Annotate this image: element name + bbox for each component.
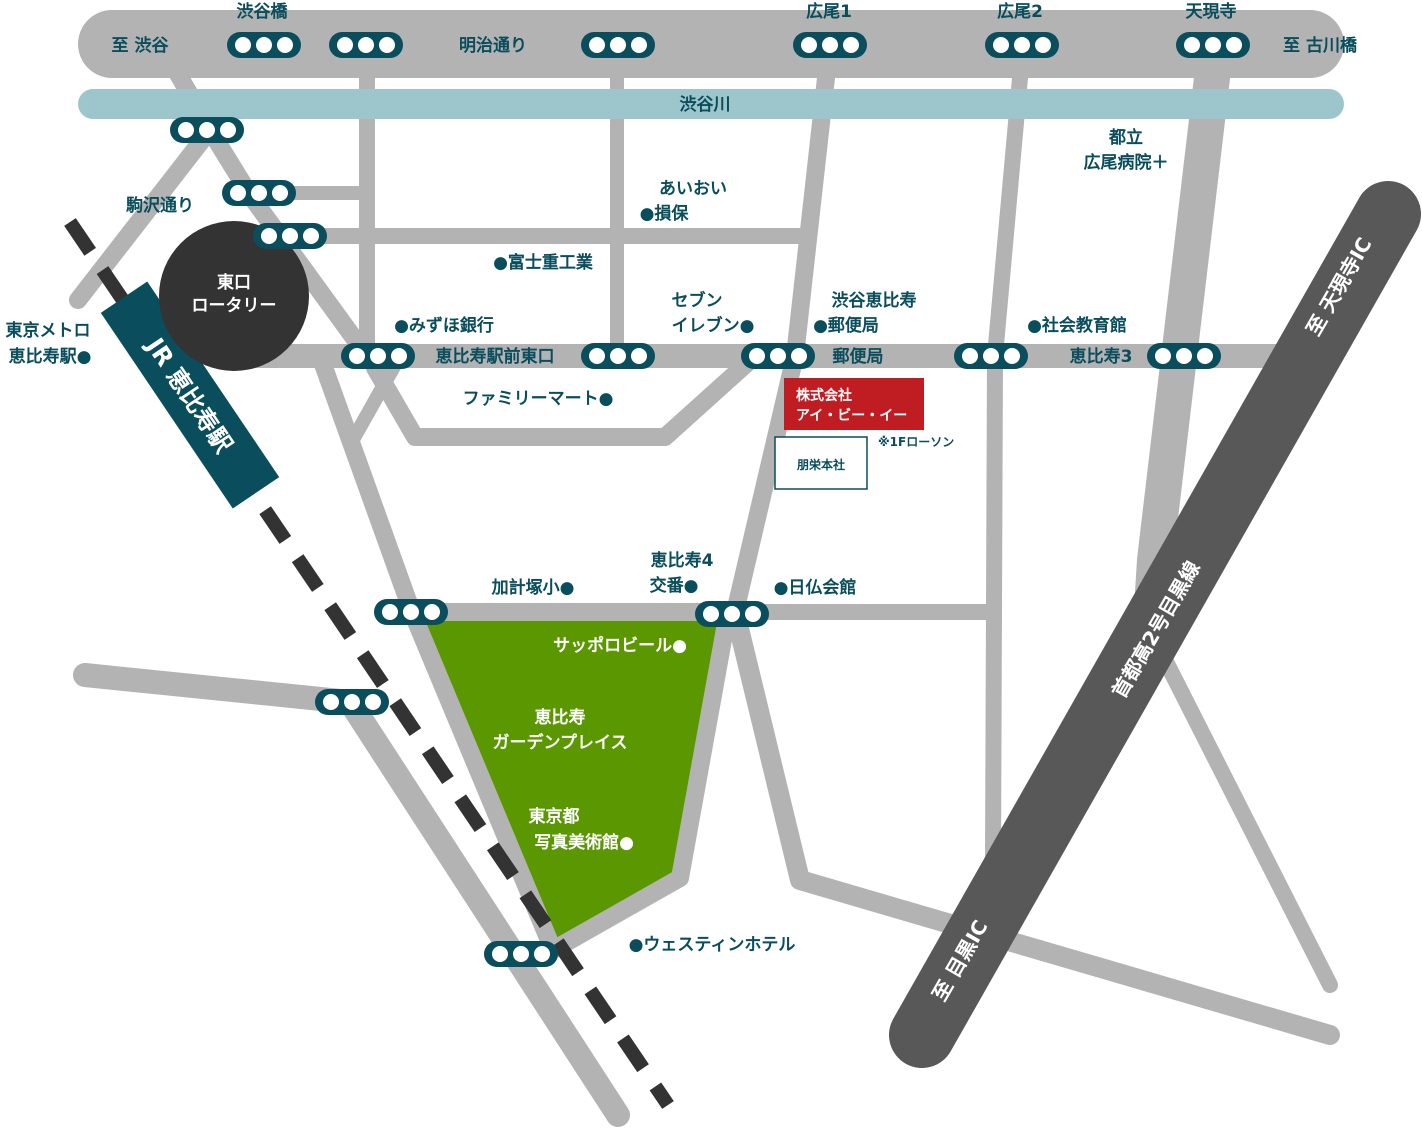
traffic-signal-icon — [484, 941, 558, 967]
kakeizuka-label: 加計塚小● — [491, 577, 575, 598]
shibuyabashi-label: 渋谷橋 — [237, 1, 289, 22]
traffic-signal-icon — [695, 601, 769, 627]
rotary-label-2: ロータリー — [192, 296, 277, 316]
koban-southeast-road — [725, 602, 1340, 1045]
koban-label-1: 恵比寿4 — [651, 550, 714, 571]
garden-place-label-1: 恵比寿 — [535, 707, 586, 728]
fuji-heavy-label: ●富士重工業 — [493, 252, 593, 273]
traffic-signal-icon — [222, 180, 296, 206]
koban-label-2: 交番● — [650, 575, 699, 596]
tengenji-label: 天現寺 — [1186, 1, 1237, 22]
komazawa-dori-label: 駒沢通り — [126, 195, 194, 216]
post-office-intersection-label: 郵便局 — [833, 346, 884, 367]
metro-label-2: 恵比寿駅● — [9, 346, 92, 367]
ebisu-post-label-1: 渋谷恵比寿 — [832, 290, 917, 311]
photo-museum-label-2: 写真美術館● — [534, 832, 634, 853]
hiroo2-road — [985, 70, 1028, 868]
family-mart-label: ファミリーマート● — [463, 389, 614, 409]
hospital-label-1: 都立 — [1108, 127, 1143, 148]
traffic-signal-icon — [253, 223, 327, 249]
foeisha-label: 朋栄本社 — [796, 457, 845, 472]
hiroo2-label: 広尾2 — [997, 1, 1043, 22]
shuto-expressway — [889, 181, 1421, 1068]
map-labels: 至 渋谷 渋谷橋 明治通り 広尾1 広尾2 天現寺 至 古川橋 都立 広尾病院＋… — [6, 1, 1358, 955]
south-diagonal-road-2 — [343, 349, 407, 452]
to-shibuya-label: 至 渋谷 — [112, 35, 170, 56]
traffic-signal-icon — [227, 32, 301, 58]
river-label: 渋谷川 — [680, 94, 731, 115]
foeisha-building — [774, 436, 868, 490]
traffic-signal-icon — [741, 343, 815, 369]
company-marker — [784, 378, 924, 430]
hospital-label-2: 広尾病院＋ — [1084, 152, 1169, 173]
traffic-signal-icon — [985, 32, 1059, 58]
rotary-label-1: 東口 — [217, 272, 251, 293]
ebisu3-label: 恵比寿3 — [1070, 346, 1133, 367]
sapporo-label: サッポロビール● — [553, 635, 687, 656]
garden-place-label-2: ガーデンプレイス — [493, 732, 628, 753]
traffic-signal-icon — [341, 343, 415, 369]
company-note: ※1Fローソン — [878, 435, 954, 449]
traffic-signal-icon — [954, 343, 1028, 369]
south-diagonal-road-1 — [311, 347, 421, 621]
aioi-label-1: あいおい — [659, 179, 727, 199]
traffic-signal-icon — [581, 343, 655, 369]
meiji-dori-label: 明治通り — [459, 35, 527, 56]
traffic-signal-icon — [1176, 32, 1250, 58]
shibuya-river — [78, 89, 1344, 119]
east-exit-intersection-label: 恵比寿駅前東口 — [436, 346, 555, 367]
komazawa-dori-road — [69, 121, 219, 309]
company-name-line1: 株式会社 — [796, 387, 852, 404]
to-furukawabashi-label: 至 古川橋 — [1283, 35, 1358, 56]
traffic-signal-icon — [1147, 343, 1221, 369]
mizuho-label: ●みずほ銀行 — [394, 315, 494, 336]
meiji-dori-road — [78, 10, 1344, 78]
garden-place-park — [403, 603, 737, 959]
seven-eleven-label-2: イレブン● — [672, 315, 755, 336]
traffic-signals — [170, 32, 1250, 967]
tengenji-lower-road — [1147, 632, 1338, 993]
family-mart-loop-road — [366, 347, 764, 446]
education-hall-label: ●社会教育館 — [1027, 315, 1127, 336]
west-road — [73, 663, 362, 714]
traffic-signal-icon — [329, 32, 403, 58]
westin-label: ●ウェスティンホテル — [629, 935, 796, 955]
traffic-signal-icon — [315, 689, 389, 715]
traffic-signal-icon — [581, 32, 655, 58]
east-rotary — [159, 221, 309, 371]
traffic-signal-icon — [374, 599, 448, 625]
traffic-signal-icon — [170, 117, 244, 143]
hiroo1-label: 広尾1 — [806, 1, 852, 22]
metro-label-1: 東京メトロ — [6, 320, 91, 341]
southwest-road — [338, 690, 630, 1127]
jr-station-box — [100, 281, 280, 509]
ebisu-post-label-2: ●郵便局 — [813, 315, 879, 336]
company-name-line2: アイ・ビー・イー — [796, 408, 907, 424]
photo-museum-label-1: 東京都 — [529, 806, 580, 827]
traffic-signal-icon — [793, 32, 867, 58]
seven-eleven-label-1: セブン — [672, 290, 723, 311]
nichifutsu-label: ●日仏会館 — [774, 577, 857, 598]
aioi-label-2: ●損保 — [640, 203, 690, 224]
